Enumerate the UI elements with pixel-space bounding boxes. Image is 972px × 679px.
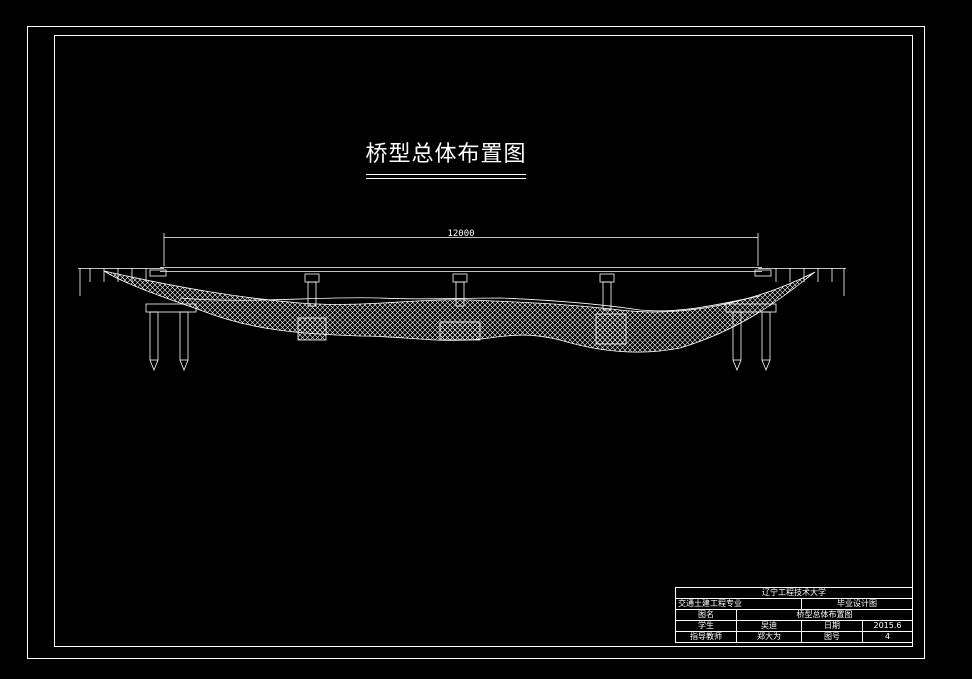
number-label: 图号 [801, 631, 863, 643]
water-line [179, 295, 761, 312]
drawing-title: 桥型总体布置图 [365, 142, 527, 167]
advisor-value: 郑大为 [736, 631, 802, 643]
name-value: 桥型总体布置图 [736, 609, 913, 621]
program-name: 交通土建工程专业 [675, 598, 802, 610]
pier-3 [595, 273, 627, 345]
bridge-deck [160, 267, 762, 272]
school-name: 辽宁工程技术大学 [675, 587, 913, 599]
left-ground [78, 268, 164, 296]
number-value: 4 [862, 631, 913, 643]
span-dimension-label: 12000 [447, 229, 474, 239]
advisor-label: 指导教师 [675, 631, 737, 643]
right-ground [758, 268, 846, 296]
design-type: 毕业设计图 [801, 598, 913, 610]
date-label: 日期 [801, 620, 863, 632]
span-dimension [163, 233, 759, 266]
outer-frame [27, 26, 925, 659]
student-value: 吴迪 [736, 620, 802, 632]
inner-frame [54, 35, 913, 647]
right-abutment [725, 269, 777, 372]
date-value: 2015.6 [862, 620, 913, 632]
pier-2 [439, 273, 481, 341]
drawing-title-wrap: 桥型总体布置图 [360, 140, 532, 170]
student-label: 学生 [675, 620, 737, 632]
pier-1 [297, 273, 327, 341]
riverbed-hatch [103, 270, 816, 353]
name-label: 图名 [675, 609, 737, 621]
left-abutment [145, 269, 197, 372]
title-block: 辽宁工程技术大学 交通土建工程专业 毕业设计图 图名 桥型总体布置图 学生 吴迪… [675, 587, 913, 643]
